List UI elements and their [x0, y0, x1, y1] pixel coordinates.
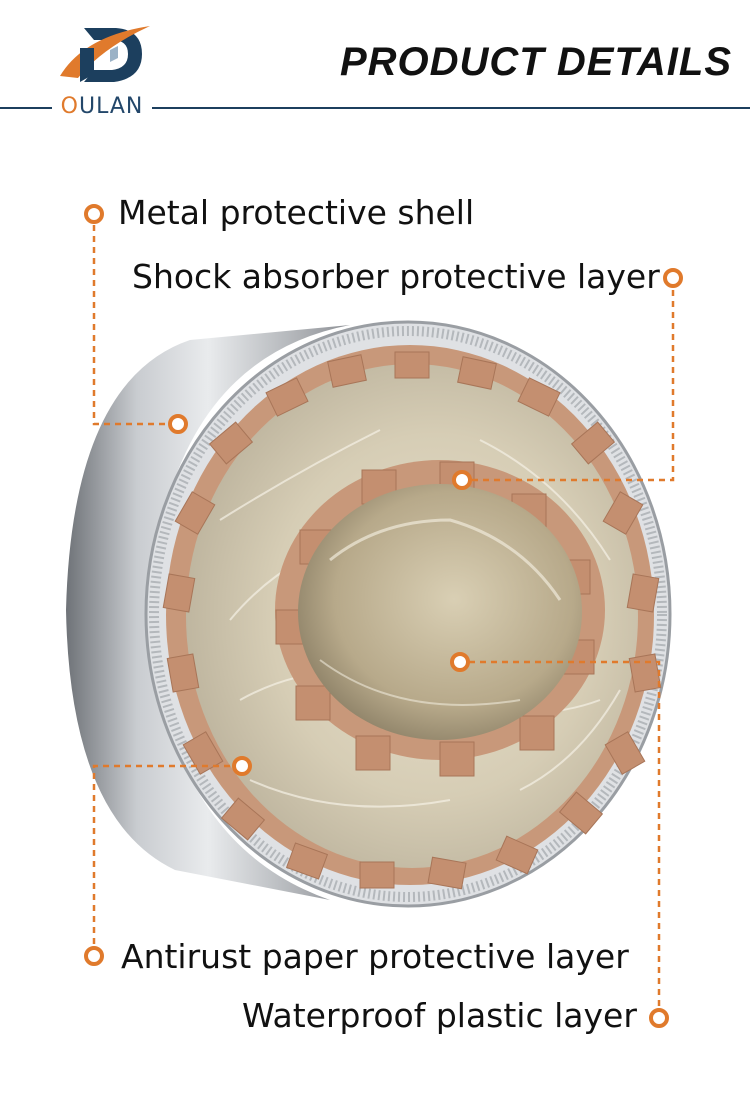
marker-antirust-paper-point-icon: [232, 756, 252, 776]
marker-shock-absorber-point-icon: [452, 470, 472, 490]
metal-shell-side: [66, 325, 350, 900]
callout-label-metal-protective-shell: Metal protective shell: [118, 193, 475, 232]
callout-label-waterproof-plastic-layer: Waterproof plastic layer: [242, 996, 637, 1035]
callout-label-shock-absorber-protective-layer: Shock absorber protective layer: [132, 257, 660, 296]
page-title: PRODUCT DETAILS: [339, 40, 732, 84]
marker-waterproof-plastic-icon: [649, 1008, 669, 1028]
header-divider: [0, 107, 750, 109]
edge-protectors: [162, 351, 662, 890]
callout-lines: [92, 225, 675, 1006]
marker-metal-shell-icon: [84, 204, 104, 224]
brand-name-rest: ULAN: [78, 94, 144, 119]
marker-shock-absorber-icon: [663, 268, 683, 288]
callout-label-antirust-paper-protective-layer: Antirust paper protective layer: [121, 937, 629, 976]
marker-metal-shell-point-icon: [168, 414, 188, 434]
brand-logo-icon: [60, 26, 150, 82]
marker-antirust-paper-icon: [84, 946, 104, 966]
coil-bore: [298, 484, 582, 740]
rim-ribbing: [149, 326, 667, 902]
callout-markers: [84, 204, 683, 1028]
marker-waterproof-plastic-point-icon: [450, 652, 470, 672]
brand-name: OULAN: [52, 92, 152, 122]
